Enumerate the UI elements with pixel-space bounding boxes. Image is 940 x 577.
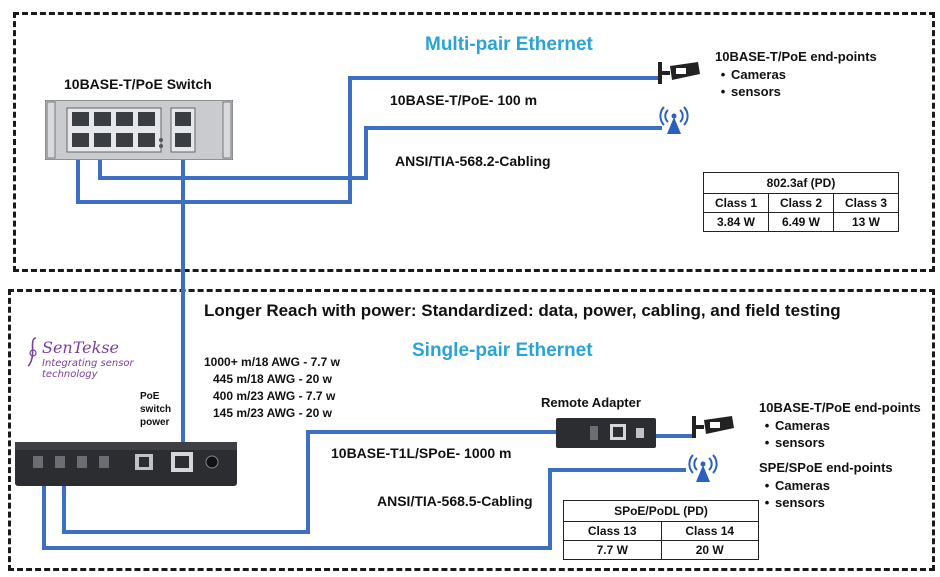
- cable-bottom-lower: [42, 468, 686, 550]
- list-item: Cameras: [759, 477, 830, 494]
- spe-switch-icon: [15, 442, 237, 486]
- table-cell: 6.49 W: [768, 212, 834, 232]
- bottom-endpoints2-list: Cameras sensors: [759, 477, 830, 511]
- top-cabling-label: ANSI/TIA-568.2-Cabling: [395, 153, 551, 169]
- wireless-sensor-icon: [659, 104, 689, 134]
- bottom-endpoints2-title: SPE/SPoE end-points: [759, 460, 893, 475]
- power-label-line: switch: [140, 404, 172, 415]
- spoe-class-table: SPoE/PoDL (PD) Class 13 Class 14 7.7 W 2…: [563, 500, 759, 560]
- security-camera-icon: [692, 414, 734, 440]
- list-item: sensors: [715, 83, 786, 100]
- multi-pair-region: [13, 12, 935, 272]
- cable-top-upper: [76, 76, 662, 204]
- single-pair-region: [8, 289, 935, 571]
- top-link-label: 10BASE-T/PoE- 100 m: [390, 92, 538, 108]
- bottom-endpoints1-list: Cameras sensors: [759, 417, 830, 451]
- wireless-sensor-icon: [688, 452, 718, 482]
- table-cell: Class 13: [563, 521, 662, 541]
- cable-top-lower: [98, 126, 662, 180]
- logo-tagline: Integrating sensor technology: [42, 358, 134, 380]
- list-item: sensors: [759, 494, 830, 511]
- multi-pair-title: Multi-pair Ethernet: [425, 34, 593, 55]
- table-cell: Class 2: [768, 193, 834, 213]
- poe-switch-power-label: PoE switch power: [140, 390, 171, 429]
- power-label-line: PoE: [140, 391, 160, 402]
- cable-bottom-upper: [62, 430, 558, 534]
- bottom-endpoints1-title: 10BASE-T/PoE end-points: [759, 400, 921, 415]
- remote-adapter-icon: [556, 418, 656, 448]
- bottom-cabling-label: ANSI/TIA-568.5-Cabling: [377, 493, 533, 509]
- table-cell: Class 3: [833, 193, 899, 213]
- reach-spec: 1000+ m/18 AWG - 7.7 w: [204, 355, 340, 369]
- switch-label: 10BASE-T/PoE Switch: [64, 76, 212, 92]
- table-cell: 20 W: [660, 540, 759, 560]
- single-pair-title: Single-pair Ethernet: [412, 340, 593, 361]
- list-item: Cameras: [715, 66, 786, 83]
- remote-adapter-label: Remote Adapter: [541, 395, 641, 410]
- headline: Longer Reach with power: Standardized: d…: [204, 301, 841, 320]
- logo-mark-icon: [27, 337, 37, 367]
- reach-spec: 400 m/23 AWG - 7.7 w: [213, 389, 336, 403]
- security-camera-icon: [658, 60, 700, 86]
- table-header: SPoE/PoDL (PD): [563, 500, 759, 522]
- reach-specs: 1000+ m/18 AWG - 7.7 w 445 m/18 AWG - 20…: [204, 354, 340, 422]
- bottom-link-label: 10BASE-T1L/SPoE- 1000 m: [331, 445, 512, 461]
- list-item: sensors: [759, 434, 830, 451]
- table-cell: Class 14: [660, 521, 759, 541]
- ethernet-switch-icon: [44, 99, 234, 161]
- list-item: Cameras: [759, 417, 830, 434]
- reach-spec: 145 m/23 AWG - 20 w: [213, 406, 332, 420]
- power-label-line: power: [140, 417, 170, 428]
- top-endpoints-title: 10BASE-T/PoE end-points: [715, 49, 877, 64]
- top-endpoints-list: Cameras sensors: [715, 66, 786, 100]
- logo-name: SenTekse: [42, 338, 120, 357]
- sentekse-logo: SenTekse Integrating sensor technology: [26, 336, 186, 380]
- reach-spec: 445 m/18 AWG - 20 w: [213, 372, 332, 386]
- table-cell: 13 W: [833, 212, 899, 232]
- table-header: 802.3af (PD): [703, 172, 899, 194]
- table-cell: Class 1: [703, 193, 769, 213]
- table-cell: 3.84 W: [703, 212, 769, 232]
- poe-class-table: 802.3af (PD) Class 1 Class 2 Class 3 3.8…: [703, 172, 899, 232]
- table-cell: 7.7 W: [563, 540, 662, 560]
